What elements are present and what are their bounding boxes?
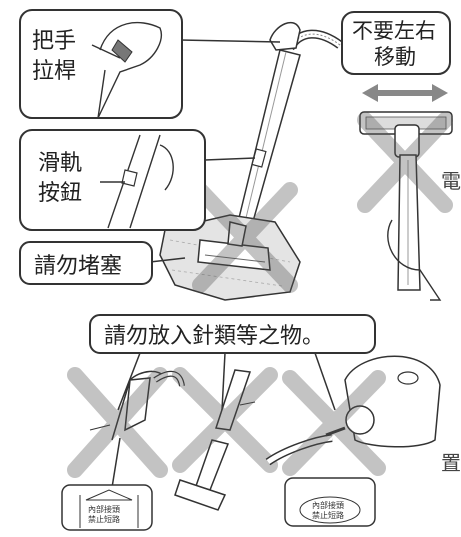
side-text-bottom: 置	[441, 451, 461, 475]
handle-callout: 把手 拉桿	[19, 9, 183, 119]
main-vacuum-illustration	[159, 21, 343, 301]
handle-label-line1: 把手	[32, 29, 76, 54]
needle-illustration-left: 內部接頭 禁止短路	[61, 367, 185, 531]
no-side-move-line1: 不要左右	[352, 19, 436, 43]
slide-button-label-line1: 滑軌	[38, 151, 82, 176]
side-text-top: 電	[441, 169, 461, 193]
prohibited-x-mark	[67, 367, 168, 478]
left-plug-label-line2: 禁止短路	[88, 514, 120, 524]
no-needles-label: 請勿放入針類等之物。	[104, 324, 324, 349]
needle-illustration-middle	[172, 367, 278, 511]
no-block-callout: 請勿堵塞	[19, 241, 153, 285]
no-side-move-callout: 不要左右 移動	[341, 11, 451, 75]
no-side-move-line2: 移動	[374, 45, 416, 69]
handle-label-line2: 拉桿	[32, 59, 76, 84]
prohibited-x-mark	[172, 367, 278, 473]
no-block-label: 請勿堵塞	[34, 254, 122, 279]
prohibited-x-mark	[282, 370, 386, 476]
left-plug-label-line1: 內部接頭	[88, 504, 120, 514]
prohibited-x-mark	[192, 182, 298, 293]
slide-button-label-line2: 按鈕	[38, 181, 82, 206]
right-plug-label-line1: 內部接頭	[312, 500, 344, 510]
side-move-illustration	[357, 84, 453, 301]
needle-illustration-right: 內部接頭 禁止短路	[265, 355, 441, 527]
right-plug-label-line2: 禁止短路	[312, 510, 344, 520]
no-needles-callout: 請勿放入針類等之物。	[89, 314, 376, 354]
slide-button-callout: 滑軌 按鈕	[19, 129, 206, 231]
prohibited-x-mark	[357, 112, 453, 213]
